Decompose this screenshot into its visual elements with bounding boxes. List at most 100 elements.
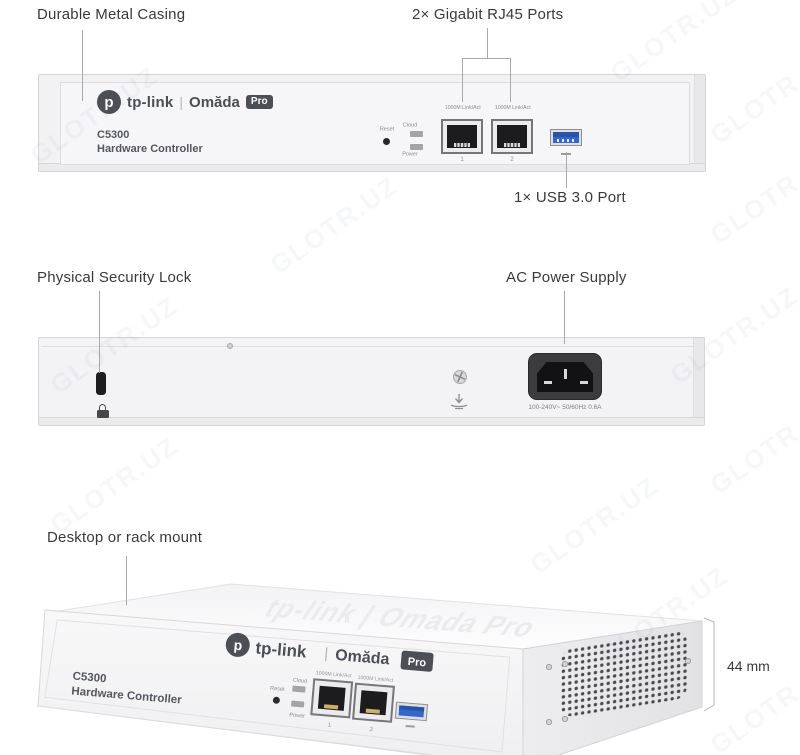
port2-number: 2 <box>510 156 514 163</box>
front-face <box>37 609 524 755</box>
product-name-text: Hardware Controller <box>71 685 183 706</box>
power-led-label: Power <box>289 712 305 719</box>
leader-rj45-stem <box>487 28 488 58</box>
reset-label: Reset <box>270 686 285 693</box>
pro-badge-text: Pro <box>407 656 427 669</box>
screw-icon <box>227 343 233 349</box>
rj45-port-2-jack <box>359 690 388 716</box>
ac-pin-right <box>580 381 588 384</box>
height-dimension-label: 44 mm <box>727 658 770 674</box>
ac-pin-left <box>544 381 552 384</box>
usb-icon <box>405 724 415 728</box>
rj45-contacts <box>323 704 339 710</box>
watermark-text: GLOTR.UZ <box>44 430 184 541</box>
watermark-text: GLOTR.UZ <box>704 650 800 755</box>
leader-usb <box>566 152 567 188</box>
cloud-led-label: Cloud <box>402 122 418 129</box>
watermark-text: GLOTR.UZ <box>594 560 734 671</box>
model-text: C5300 <box>72 671 107 686</box>
power-led <box>291 700 305 708</box>
side-face <box>522 620 703 755</box>
series-text: Omăda <box>335 647 391 668</box>
rj45-port-1-jack <box>317 685 346 711</box>
port2-number: 2 <box>369 727 373 733</box>
tplink-logo-icon <box>225 632 250 657</box>
leader-ac-power <box>564 291 565 344</box>
rj45-port-2-jack <box>497 125 527 148</box>
model-block: C5300 Hardware Controller <box>97 128 203 156</box>
annotation-ac-power: AC Power Supply <box>506 269 627 286</box>
rj45-contacts <box>454 143 470 147</box>
usb-tongue <box>553 132 579 137</box>
port1-label: 1000M Link/Act <box>316 670 353 679</box>
reset-button <box>272 696 280 704</box>
back-right-bevel <box>693 338 704 425</box>
rj45-contacts <box>365 708 380 714</box>
watermark-text: GLOTR.UZ <box>704 40 800 151</box>
reset-button <box>383 138 390 145</box>
port1-number: 1 <box>460 156 464 163</box>
lock-icon <box>97 404 110 418</box>
watermark-text: GLOTR.UZ <box>704 140 800 251</box>
back-seam-line <box>41 346 693 347</box>
phillips-screw-icon <box>453 370 467 384</box>
watermark-text: GLOTR.UZ <box>704 390 800 501</box>
tplink-logo-glyph: p <box>233 637 243 654</box>
tplink-logo-glyph: p <box>104 93 114 111</box>
watermark-text: GLOTR.UZ <box>524 470 664 581</box>
height-dimension-bracket <box>703 617 715 712</box>
rj45-port-2 <box>491 119 533 154</box>
ac-inlet <box>528 353 602 400</box>
power-rating: 100-240V~ 50/60Hz 0.6A <box>528 404 602 412</box>
rj45-contacts <box>504 143 520 147</box>
cloud-led <box>292 685 306 693</box>
annotation-usb-port: 1× USB 3.0 Port <box>514 189 626 206</box>
lock-shackle <box>98 404 106 410</box>
brand-logo: p tp-link | Omăda Pro <box>97 90 273 114</box>
rj45-port-1 <box>441 119 483 154</box>
vent-grille <box>561 631 687 717</box>
port2-label: 1000M Link/Act <box>357 675 394 684</box>
front-panel: p tp-link | Omăda Pro C5300 Hardware Con… <box>60 82 690 165</box>
pro-badge: Pro <box>245 95 273 109</box>
logo-separator: | <box>324 645 329 662</box>
model-text: C5300 <box>97 129 130 141</box>
tplink-logo-icon: p <box>97 90 121 114</box>
leader-rj45-left <box>462 58 463 102</box>
cloud-led-label: Cloud <box>293 678 308 685</box>
pro-badge <box>400 650 434 672</box>
front-right-bevel <box>694 75 705 171</box>
series-text: Omăda <box>189 93 240 111</box>
usb-port <box>394 701 429 722</box>
usb-tongue <box>399 705 425 712</box>
ac-pin-center <box>564 369 567 379</box>
usb-blue-insert <box>553 132 579 143</box>
ground-icon <box>450 394 468 410</box>
watermark-text: GLOTR.UZ <box>264 170 404 281</box>
side-screws <box>545 657 692 726</box>
persp-front-panel: p tp-link | Omăda Pro C5300 Hardware Con… <box>44 619 511 753</box>
annotation-metal-casing: Durable Metal Casing <box>37 6 186 23</box>
port1-number: 1 <box>328 723 332 729</box>
annotation-rj45-ports: 2× Gigabit RJ45 Ports <box>412 6 564 23</box>
product-name-text: Hardware Controller <box>97 143 203 155</box>
front-view-device: p tp-link | Omăda Pro C5300 Hardware Con… <box>38 74 706 172</box>
rj45-port-1 <box>310 678 354 719</box>
persp-inner-border <box>44 619 511 753</box>
leader-rj45-cross <box>462 58 511 59</box>
usb-port <box>550 129 582 146</box>
top-face <box>51 583 703 650</box>
leader-mounting <box>126 556 127 605</box>
leader-security-lock <box>99 291 100 373</box>
rj45-port-2 <box>352 682 395 723</box>
leader-rj45-right <box>510 58 511 102</box>
port1-label: 1000M Link/Act <box>444 105 481 111</box>
power-led <box>410 144 423 150</box>
back-bottom-lip <box>39 417 704 425</box>
cloud-led <box>410 131 423 137</box>
reset-label: Reset <box>379 126 395 133</box>
power-led-label: Power <box>402 151 418 158</box>
kensington-slot <box>96 372 106 395</box>
leader-metal-casing <box>82 30 83 101</box>
